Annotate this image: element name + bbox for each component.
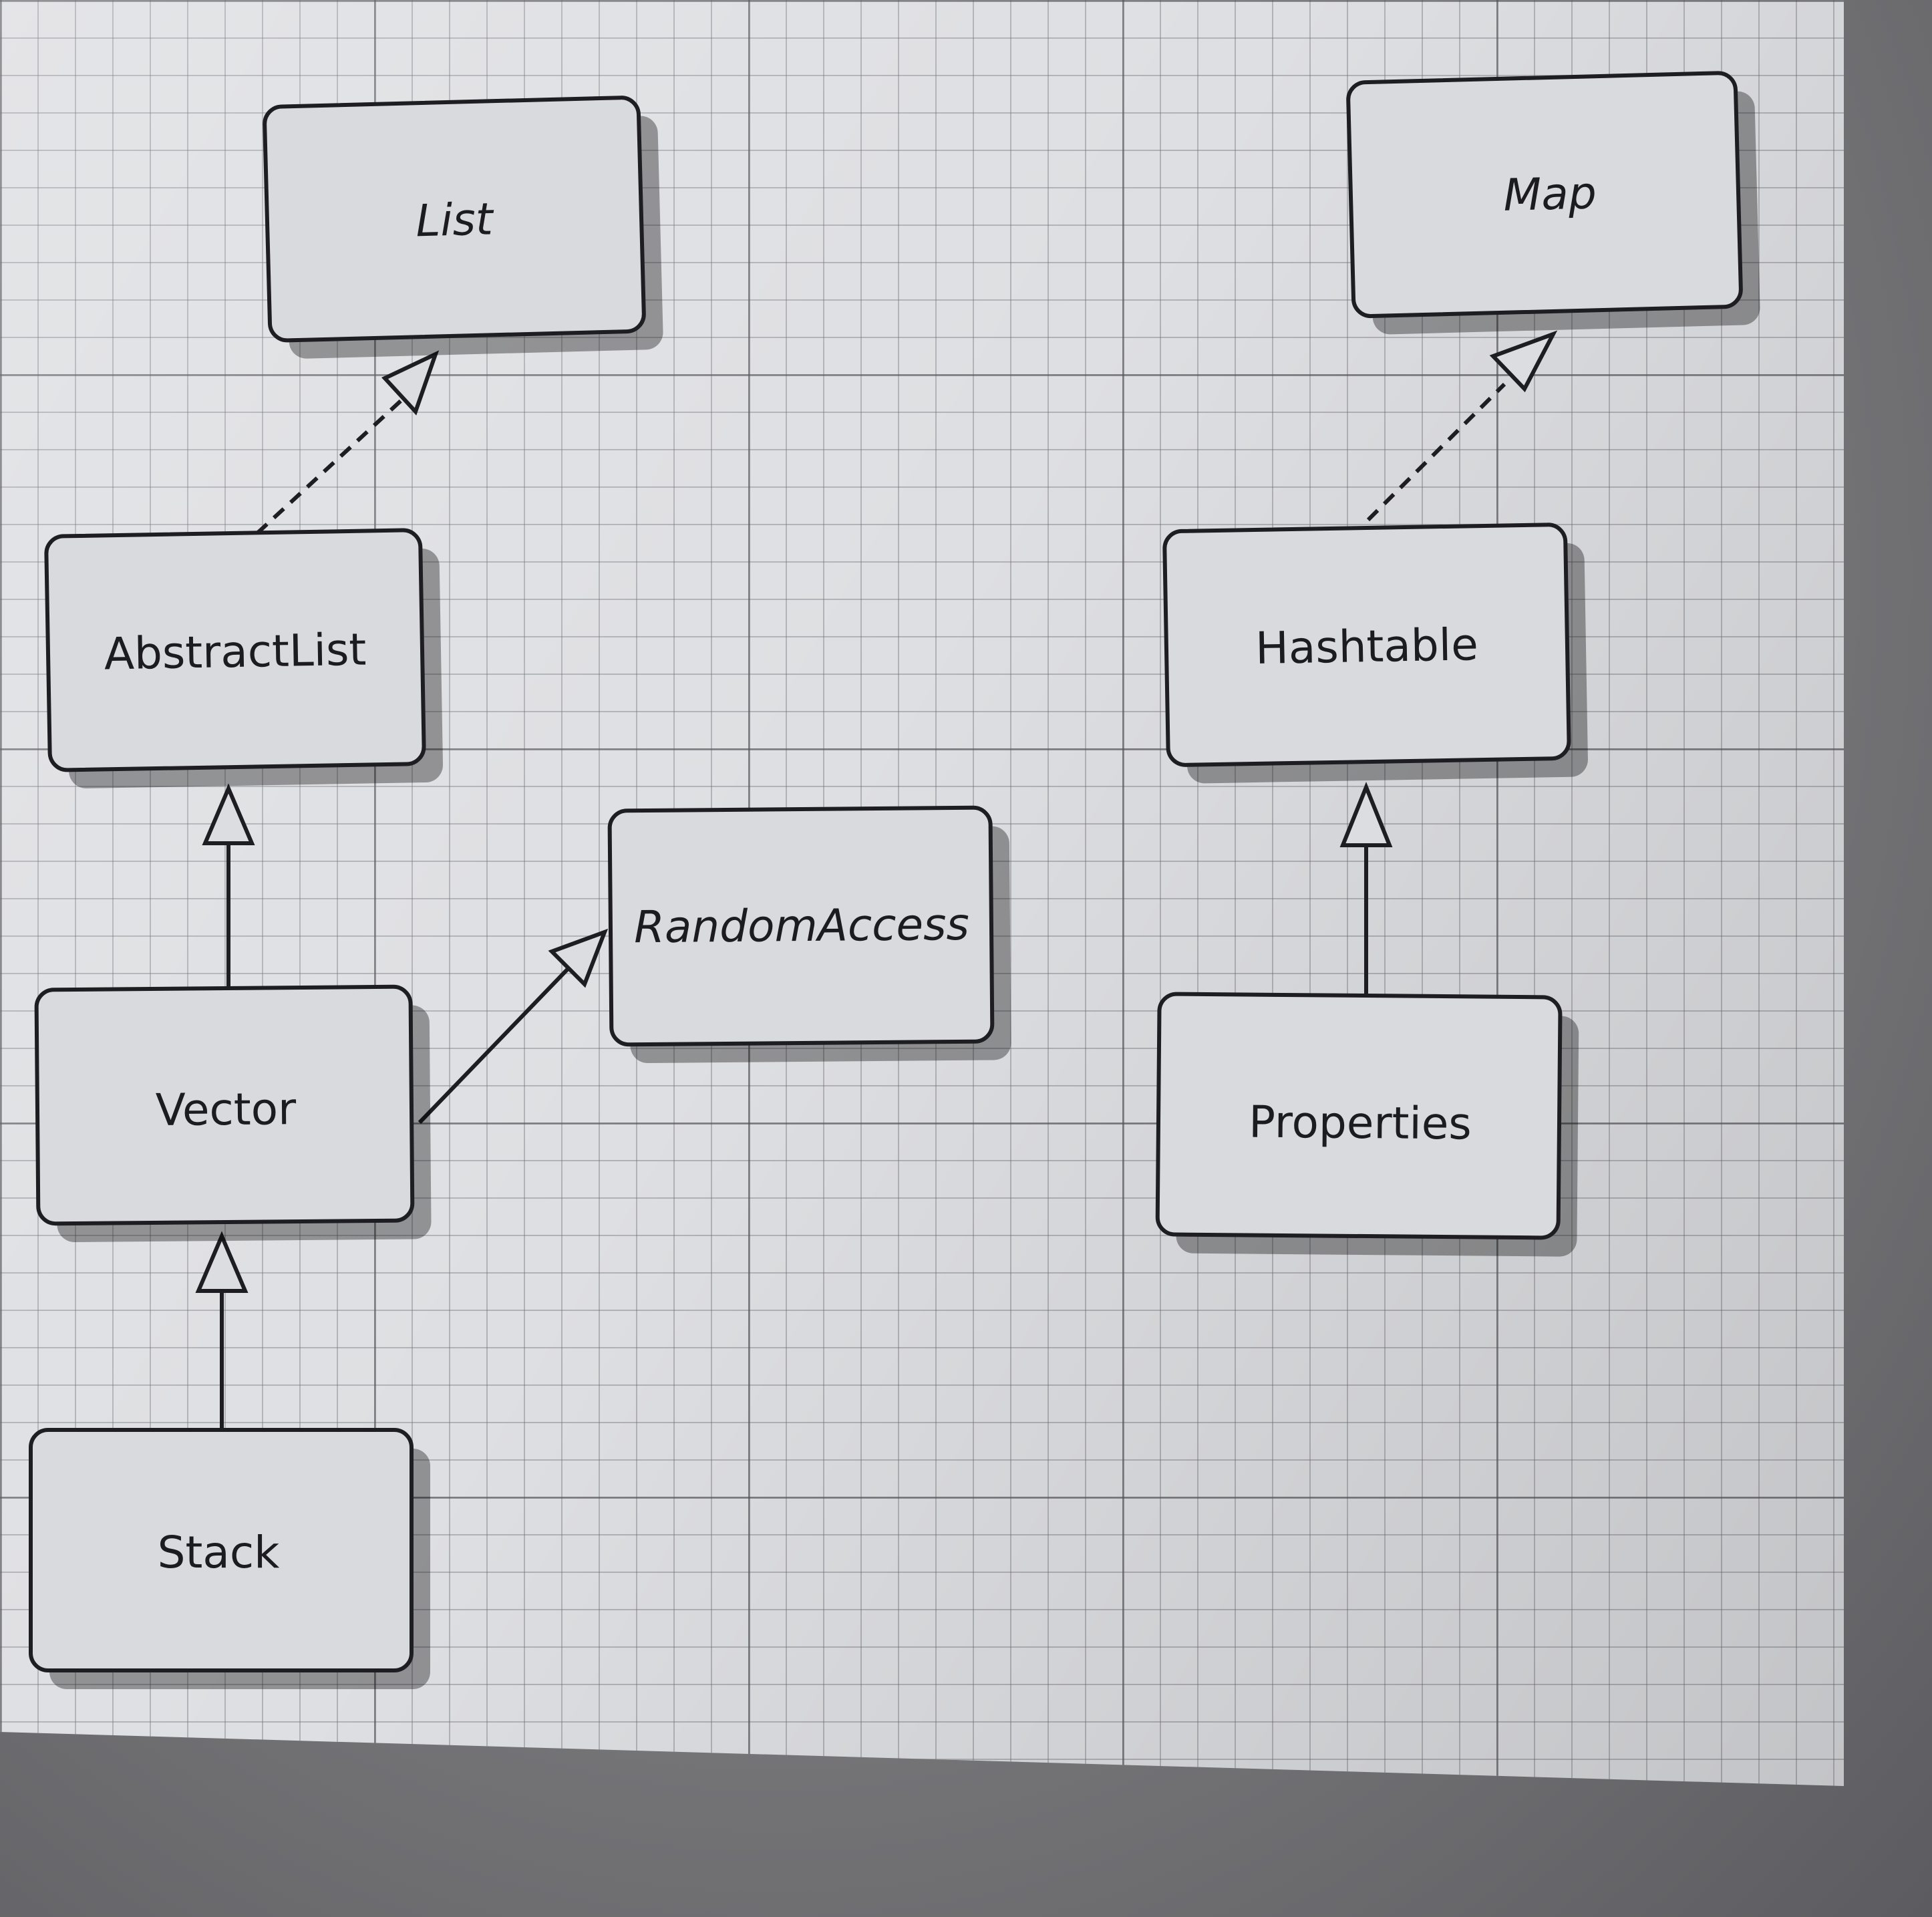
node-map: Map <box>1346 71 1760 335</box>
node-label-randomaccess: RandomAccess <box>634 899 969 953</box>
node-label-properties: Properties <box>1249 1096 1472 1150</box>
hollow-arrowhead-icon <box>195 1231 249 1293</box>
hollow-arrowhead-icon <box>381 350 440 416</box>
node-label-abstractlist: AbstractList <box>104 624 367 680</box>
edge-properties-to-hashtable <box>1339 781 1393 994</box>
edge-stack-to-vector <box>195 1231 249 1430</box>
edge-hashtable-to-map <box>1366 330 1558 522</box>
node-label-vector: Vector <box>156 1083 297 1136</box>
node-properties: Properties <box>1155 992 1579 1257</box>
node-label-map: Map <box>1502 167 1597 221</box>
edges <box>195 330 1558 1430</box>
hollow-arrowhead-icon <box>548 928 609 988</box>
nodes: List Map AbstractList Hashtable <box>29 71 1760 1689</box>
node-hashtable: Hashtable <box>1162 523 1588 784</box>
node-vector: Vector <box>34 984 432 1242</box>
node-list: List <box>263 96 663 359</box>
edge-vector-to-randomaccess <box>418 928 609 1125</box>
node-label-stack: Stack <box>158 1527 281 1578</box>
node-label-list: List <box>415 193 494 247</box>
hollow-arrowhead-icon <box>1339 781 1393 847</box>
edge-abstractlist-to-list <box>255 350 440 535</box>
node-abstractlist: AbstractList <box>44 528 444 788</box>
hollow-arrowhead-icon <box>1489 330 1558 393</box>
node-stack: Stack <box>29 1428 430 1689</box>
node-randomaccess: RandomAccess <box>607 805 1011 1064</box>
hollow-arrowhead-icon <box>202 783 255 845</box>
edge-vector-to-abstractlist <box>202 783 255 988</box>
node-label-hashtable: Hashtable <box>1255 619 1479 674</box>
